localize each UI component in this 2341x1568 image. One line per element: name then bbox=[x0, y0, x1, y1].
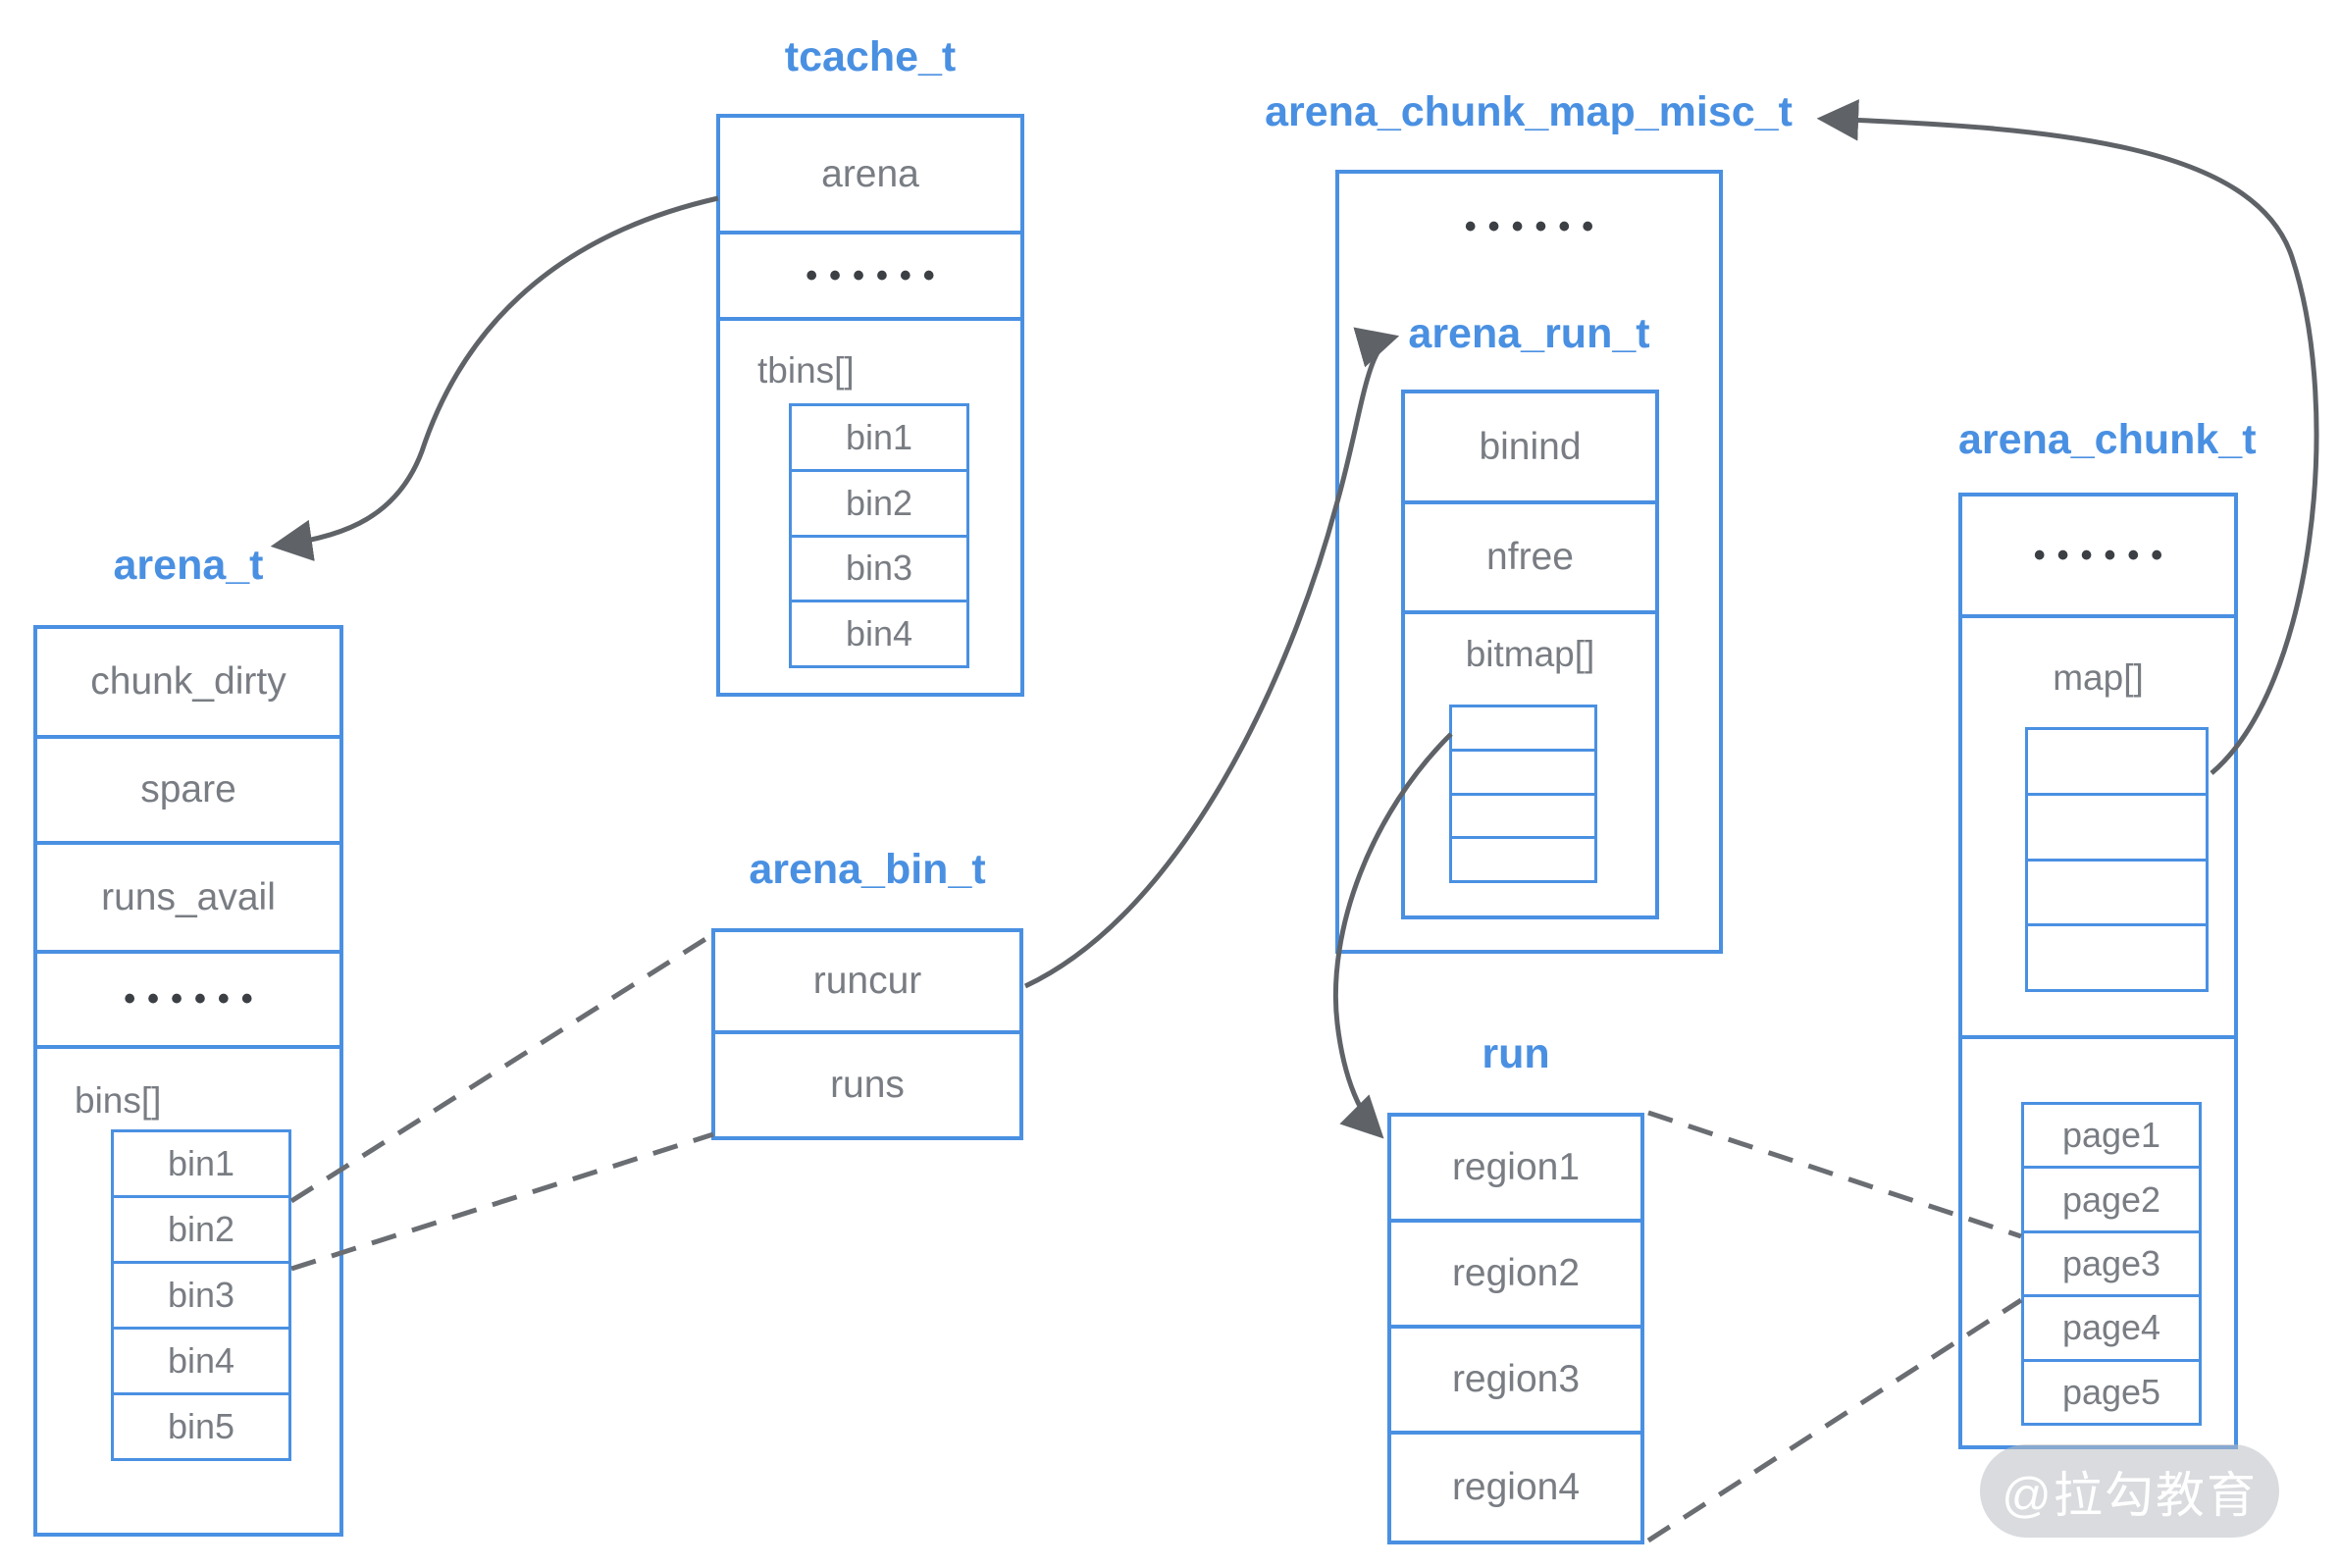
arena-run-row-binind: binind bbox=[1405, 393, 1655, 504]
arrow-tcache-to-arena bbox=[270, 195, 719, 561]
arena-bin-row-runs: runs bbox=[830, 1064, 905, 1106]
page-cell: page3 bbox=[2024, 1233, 2199, 1298]
dashed-bin1-to-arena-bin bbox=[289, 931, 715, 1204]
arena-run-title: arena_run_t bbox=[1408, 310, 1650, 357]
arena-row-dots: •••••• bbox=[37, 954, 339, 1049]
page-cell: page2 bbox=[2024, 1169, 2199, 1233]
arena-bin-cell: bin5 bbox=[167, 1406, 235, 1446]
map-cell bbox=[2028, 862, 2206, 927]
tcache-bin-cell: bin3 bbox=[792, 538, 966, 603]
tcache-title: tcache_t bbox=[784, 33, 957, 80]
map-cell bbox=[2028, 730, 2206, 796]
page-cell: page5 bbox=[2061, 1371, 2161, 1412]
arena-bins-table: bin1 bin2 bin3 bin4 bin5 bbox=[111, 1129, 291, 1461]
tcache-bins-table: bin1 bin2 bin3 bin4 bbox=[789, 403, 969, 668]
arena-bin-cell: bin3 bbox=[114, 1264, 288, 1330]
arena-title: arena_t bbox=[113, 542, 264, 589]
bitmap-cell bbox=[1452, 839, 1594, 880]
arena-box: chunk_dirty spare runs_avail •••••• bins… bbox=[33, 625, 343, 1537]
bitmap-cell bbox=[1452, 796, 1594, 840]
bitmap-cell bbox=[1452, 752, 1594, 796]
dashed-bin2-to-arena-bin bbox=[290, 1131, 714, 1272]
tcache-bin-cell: bin1 bbox=[792, 406, 966, 472]
arena-bin-title: arena_bin_t bbox=[749, 846, 986, 893]
tcache-tbins-section: tbins[] bin1 bin2 bin3 bin4 bbox=[720, 321, 1020, 693]
arena-row-chunk-dirty: chunk_dirty bbox=[37, 629, 339, 739]
bitmap-table bbox=[1449, 705, 1597, 883]
watermark-badge: @拉勾教育 bbox=[1980, 1444, 2279, 1538]
arena-bin-cell: bin2 bbox=[114, 1198, 288, 1264]
chunk-map-section: map[] bbox=[1962, 618, 2234, 1039]
run-row-region4: region4 bbox=[1451, 1466, 1581, 1508]
tcache-row-arena: arena bbox=[720, 118, 1020, 235]
tcache-row-dots: •••••• bbox=[720, 235, 1020, 321]
page-cell: page4 bbox=[2024, 1297, 2199, 1362]
bitmap-section: bitmap[] bbox=[1405, 614, 1655, 915]
arena-run-box: binind nfree bitmap[] bbox=[1401, 390, 1659, 919]
arena-bin-box: runcur runs bbox=[711, 928, 1023, 1140]
bitmap-array-label: bitmap[] bbox=[1465, 634, 1595, 674]
chunk-pages-section: page1 page2 page3 page4 page5 bbox=[1962, 1039, 2234, 1445]
map-cell bbox=[2028, 926, 2206, 989]
map-array-label: map[] bbox=[2053, 657, 2144, 698]
map-table bbox=[2025, 727, 2209, 992]
arena-row-spare: spare bbox=[37, 739, 339, 845]
misc-dots: •••••• bbox=[1464, 207, 1606, 245]
tcache-bin-cell: bin4 bbox=[845, 613, 913, 654]
arena-chunk-map-misc-title: arena_chunk_map_misc_t bbox=[1265, 88, 1793, 135]
arena-bin-row-runcur: runcur bbox=[715, 932, 1019, 1034]
bitmap-cell bbox=[1452, 707, 1594, 752]
run-row-region3: region3 bbox=[1391, 1329, 1640, 1435]
arena-bin-cell: bin4 bbox=[114, 1330, 288, 1395]
chunk-row-dots: •••••• bbox=[1962, 497, 2234, 618]
arena-chunk-title: arena_chunk_t bbox=[1958, 416, 2257, 463]
tbins-array-label: tbins[] bbox=[757, 350, 855, 391]
bins-array-label: bins[] bbox=[75, 1080, 162, 1121]
tcache-bin-cell: bin2 bbox=[792, 472, 966, 538]
tcache-box: arena •••••• tbins[] bin1 bin2 bin3 bin4 bbox=[716, 114, 1024, 697]
arena-bin-cell: bin1 bbox=[114, 1132, 288, 1198]
run-row-region1: region1 bbox=[1391, 1117, 1640, 1223]
arena-bins-section: bins[] bin1 bin2 bin3 bin4 bin5 bbox=[37, 1049, 339, 1533]
page-cell: page1 bbox=[2024, 1105, 2199, 1170]
run-title: run bbox=[1482, 1030, 1550, 1077]
map-cell bbox=[2028, 796, 2206, 862]
pages-table: page1 page2 page3 page4 page5 bbox=[2021, 1102, 2202, 1426]
arena-chunk-box: •••••• map[] page1 page2 page3 page4 pag… bbox=[1958, 493, 2238, 1449]
arena-run-row-nfree: nfree bbox=[1405, 504, 1655, 614]
run-row-region2: region2 bbox=[1391, 1223, 1640, 1329]
arena-chunk-map-misc-box: •••••• arena_run_t binind nfree bitmap[] bbox=[1335, 170, 1723, 954]
run-box: region1 region2 region3 region4 bbox=[1387, 1113, 1644, 1544]
arena-row-runs-avail: runs_avail bbox=[37, 845, 339, 954]
